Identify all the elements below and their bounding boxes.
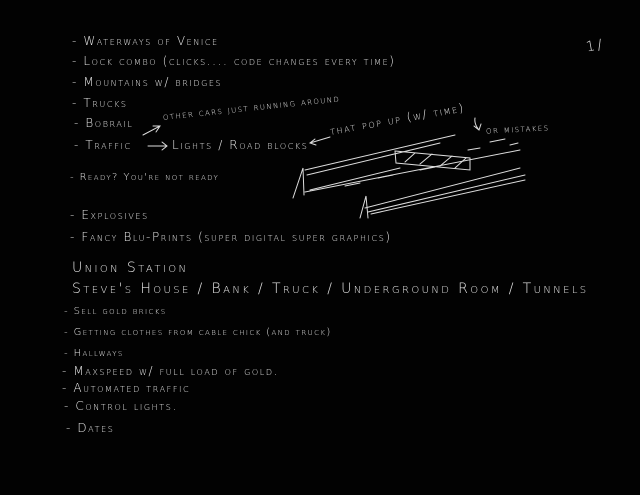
annotation-lights-roadblocks: Lights / Road blocks <box>172 138 309 152</box>
note-maxspeed: - Maxspeed w/ full load of gold. <box>62 364 280 378</box>
note-sell-gold: - Sell gold bricks <box>64 306 167 317</box>
note-control-lights: - Control lights. <box>64 399 178 413</box>
note-ready: - Ready? You're not ready <box>70 172 220 183</box>
note-bobrail: - Bobrail <box>74 116 134 130</box>
note-clothes: - Getting clothes from cable chick (and … <box>64 327 332 338</box>
note-explosives: - Explosives <box>70 208 149 222</box>
note-blueprints: - Fancy Blu-Prints (super digital super … <box>70 230 392 244</box>
locations-list: Steve's House / Bank / Truck / Undergrou… <box>72 281 589 297</box>
note-hallways: - Hallways <box>64 348 124 359</box>
arrow-mistakes-icon <box>473 117 482 131</box>
note-automated-traffic: - Automated traffic <box>62 381 191 395</box>
note-traffic: - Traffic <box>74 138 132 152</box>
road-drawing-icon <box>292 134 526 219</box>
heading-union-station: Union Station <box>72 260 189 276</box>
note-waterways: - Waterways of Venice <box>72 34 219 48</box>
note-lock-combo: - Lock combo (clicks.... code changes ev… <box>72 54 396 68</box>
note-dates: - Dates <box>66 421 115 435</box>
note-mountains: - Mountains w/ bridges <box>72 75 223 89</box>
arrow-lights-icon <box>147 141 168 151</box>
note-trucks: - Trucks <box>72 96 128 110</box>
arrow-pop-up-icon <box>308 136 331 146</box>
arrow-other-cars-icon <box>142 125 161 136</box>
